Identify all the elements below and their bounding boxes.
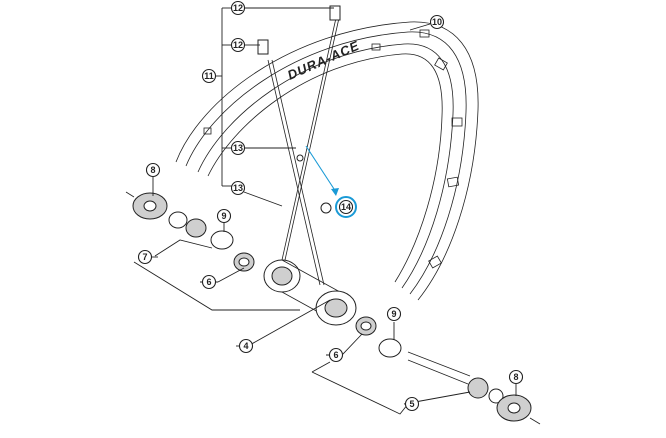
callout-label: 13 — [233, 183, 243, 193]
callout-label: 11 — [204, 71, 214, 81]
spoke-nipple-top — [329, 5, 341, 21]
hub-body — [263, 259, 357, 326]
right-parts — [355, 316, 541, 425]
callout-label: 9 — [221, 211, 226, 221]
callout-6-right: 6 — [328, 347, 344, 363]
callout-14-highlighted: 14 — [335, 196, 357, 218]
callout-6-left: 6 — [201, 274, 217, 290]
callout-label: 6 — [333, 350, 338, 360]
callout-9-left: 9 — [216, 208, 232, 224]
callout-label: 10 — [432, 17, 442, 27]
callout-8-left: 8 — [145, 162, 161, 178]
callout-label: 12 — [233, 3, 243, 13]
callout-label: 13 — [233, 143, 243, 153]
callout-label: 6 — [206, 277, 211, 287]
dust-cap-right — [378, 338, 402, 358]
callout-13-upper: 13 — [230, 140, 246, 156]
rim-brand-text: DURA-ACE — [285, 38, 362, 83]
left-parts — [125, 191, 255, 272]
callout-label: 4 — [243, 341, 248, 351]
spoke-nipple-left — [257, 39, 269, 55]
spokes — [257, 5, 341, 286]
axle-nut — [467, 377, 489, 399]
dust-cap-left — [210, 230, 234, 250]
callout-label: 9 — [391, 309, 396, 319]
callout-5: 5 — [404, 396, 420, 412]
rim: DURA-ACE — [175, 21, 479, 301]
spoke-fitting — [320, 202, 332, 214]
callout-label: 8 — [150, 165, 155, 175]
callout-9-right: 9 — [386, 306, 402, 322]
callout-12-mid: 12 — [230, 37, 246, 53]
callout-label: 5 — [409, 399, 414, 409]
callout-label: 7 — [142, 252, 147, 262]
callout-label: 8 — [513, 372, 518, 382]
callout-label: 12 — [233, 40, 243, 50]
callout-7: 7 — [137, 249, 153, 265]
callout-12-top: 12 — [230, 0, 246, 16]
callout-10: 10 — [429, 14, 445, 30]
callout-4: 4 — [238, 338, 254, 354]
callout-11: 11 — [201, 68, 217, 84]
callout-label: 14 — [341, 202, 351, 212]
callout-13-lower: 13 — [230, 180, 246, 196]
callout-8-right: 8 — [508, 369, 524, 385]
